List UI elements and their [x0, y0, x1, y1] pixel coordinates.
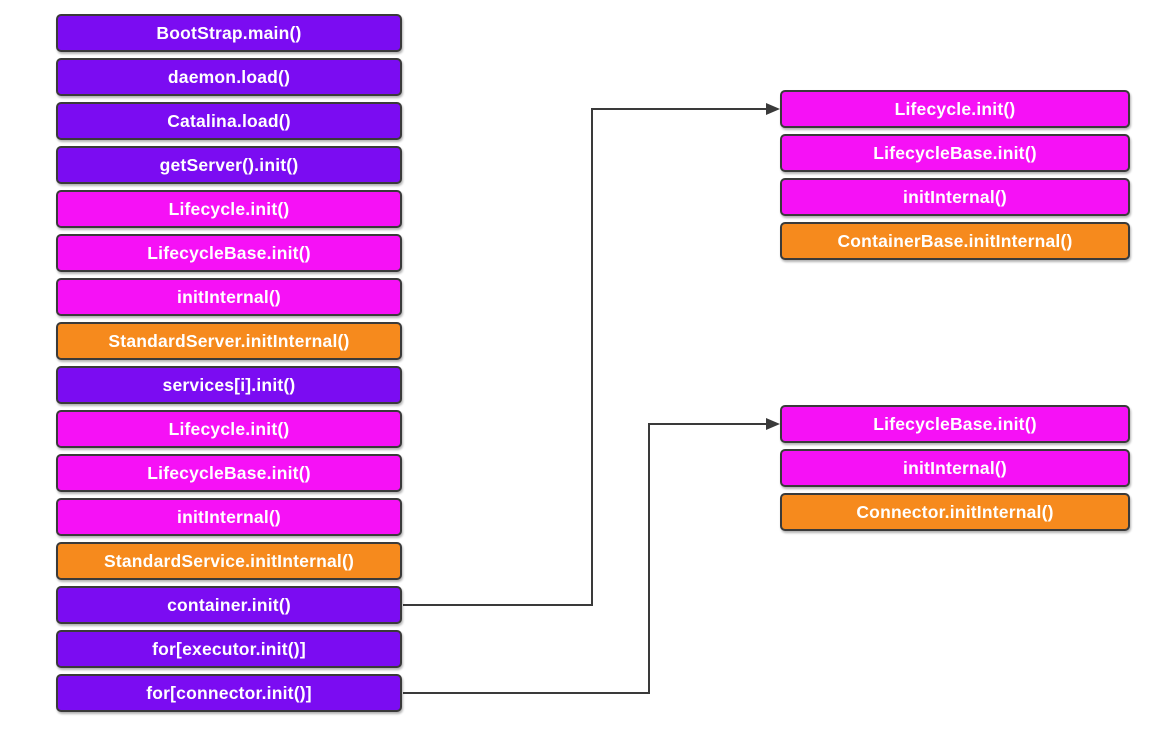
call-stack-box: services[i].init(): [56, 366, 402, 404]
call-stack-box-label: getServer().init(): [159, 154, 299, 175]
call-stack-box: Lifecycle.init(): [56, 410, 402, 448]
right-bottom-call-stack: LifecycleBase.init() initInternal() Conn…: [780, 405, 1130, 531]
call-stack-box-label: Connector.initInternal(): [856, 501, 1054, 522]
call-stack-box: daemon.load(): [56, 58, 402, 96]
call-stack-box: LifecycleBase.init(): [780, 405, 1130, 443]
call-stack-box-label: ContainerBase.initInternal(): [837, 230, 1073, 251]
call-stack-box: LifecycleBase.init(): [56, 234, 402, 272]
call-stack-box: for[executor.init()]: [56, 630, 402, 668]
call-stack-box-label: LifecycleBase.init(): [147, 462, 311, 483]
call-stack-box-label: container.init(): [167, 594, 291, 615]
call-stack-box: container.init(): [56, 586, 402, 624]
call-stack-box: BootStrap.main(): [56, 14, 402, 52]
call-stack-box-label: Catalina.load(): [167, 110, 291, 131]
call-stack-box-label: Lifecycle.init(): [894, 98, 1016, 119]
call-stack-box: initInternal(): [56, 498, 402, 536]
left-call-stack: BootStrap.main() daemon.load() Catalina.…: [56, 14, 402, 712]
call-stack-box-label: LifecycleBase.init(): [873, 413, 1037, 434]
call-stack-box-label: StandardServer.initInternal(): [108, 330, 350, 351]
call-stack-box: StandardService.initInternal(): [56, 542, 402, 580]
call-stack-box: LifecycleBase.init(): [780, 134, 1130, 172]
call-stack-box: initInternal(): [56, 278, 402, 316]
call-stack-box-label: Lifecycle.init(): [168, 198, 290, 219]
right-top-call-stack: Lifecycle.init() LifecycleBase.init() in…: [780, 90, 1130, 260]
call-stack-box-label: LifecycleBase.init(): [873, 142, 1037, 163]
call-stack-box: initInternal(): [780, 178, 1130, 216]
call-stack-box-label: initInternal(): [177, 506, 281, 527]
call-stack-box: ContainerBase.initInternal(): [780, 222, 1130, 260]
call-stack-box: Connector.initInternal(): [780, 493, 1130, 531]
call-stack-box-label: initInternal(): [903, 457, 1007, 478]
call-stack-box: getServer().init(): [56, 146, 402, 184]
call-stack-box-label: Lifecycle.init(): [168, 418, 290, 439]
call-stack-box: LifecycleBase.init(): [56, 454, 402, 492]
call-stack-box: initInternal(): [780, 449, 1130, 487]
call-stack-box-label: StandardService.initInternal(): [103, 550, 355, 571]
call-stack-box-label: initInternal(): [177, 286, 281, 307]
call-stack-box: Catalina.load(): [56, 102, 402, 140]
call-stack-box: Lifecycle.init(): [780, 90, 1130, 128]
connector-for-connector-init-to-lifecyclebase-init: [403, 418, 780, 694]
call-stack-box-label: LifecycleBase.init(): [147, 242, 311, 263]
call-stack-box-label: services[i].init(): [162, 374, 296, 395]
call-stack-box-label: BootStrap.main(): [156, 22, 302, 43]
call-stack-box: StandardServer.initInternal(): [56, 322, 402, 360]
call-stack-box-label: for[connector.init()]: [146, 682, 312, 703]
call-stack-box-label: daemon.load(): [167, 66, 291, 87]
call-stack-box-label: for[executor.init()]: [152, 638, 306, 659]
call-stack-box: Lifecycle.init(): [56, 190, 402, 228]
call-stack-box: for[connector.init()]: [56, 674, 402, 712]
call-stack-box-label: initInternal(): [903, 186, 1007, 207]
connector-container-init-to-lifecycle-init: [403, 103, 780, 606]
